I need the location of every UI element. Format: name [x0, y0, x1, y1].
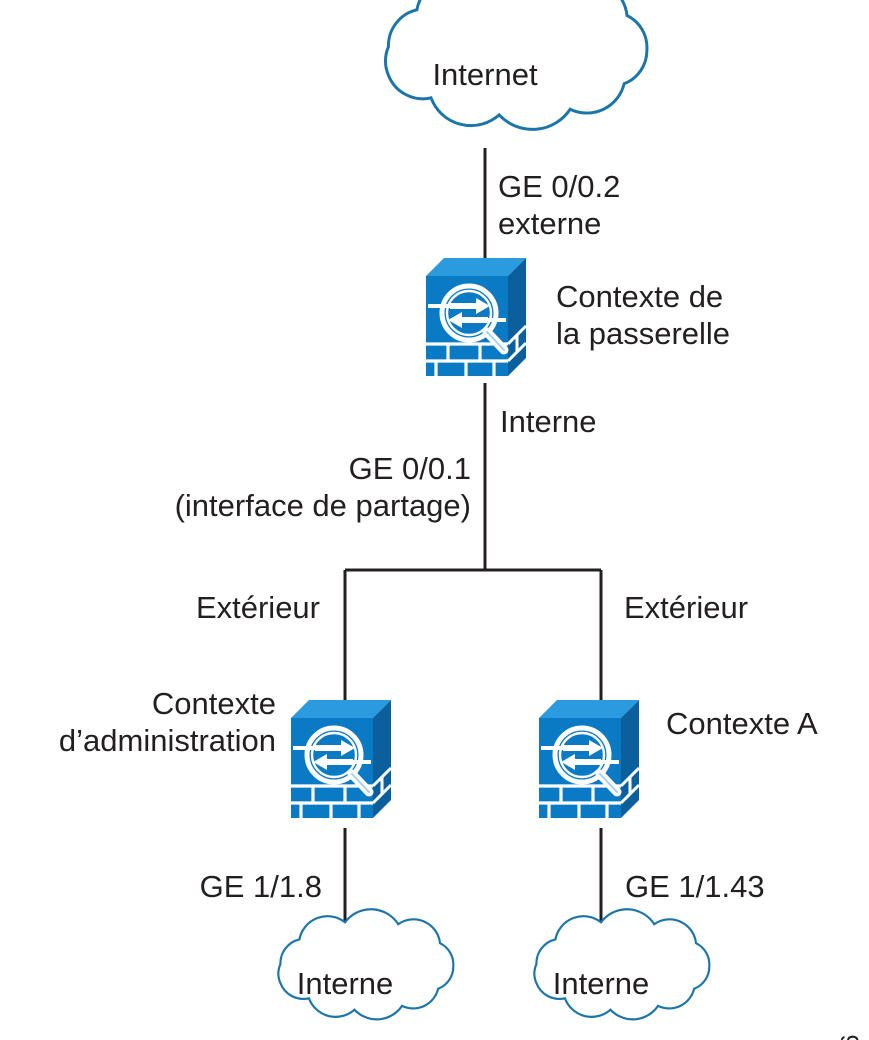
link-label-gateway-inside: Interne — [500, 404, 597, 439]
figure-id-label: 153366 — [836, 1034, 865, 1040]
link-label-internet-to-gateway: GE 0/0.2 externe — [498, 169, 621, 241]
firewall-icon-gateway — [426, 258, 526, 376]
internet-cloud-label: Internet — [432, 57, 538, 92]
inside-cloud-right-label: Interne — [552, 966, 650, 1001]
link-label-admin-outside: Extérieur — [195, 590, 320, 625]
gateway-device-label: Contexte de la passerelle — [556, 279, 731, 351]
admin-device-label: Contexte d’administration — [58, 686, 276, 758]
link-label-context-a-outside: Extérieur — [624, 590, 749, 625]
internet-cloud-shape — [383, 0, 649, 131]
inside-cloud-left-shape — [277, 908, 455, 1021]
inside-cloud-left-label: Interne — [296, 966, 394, 1001]
firewall-icon-admin — [291, 700, 391, 818]
context-a-device-label: Contexte A — [666, 706, 818, 741]
link-label-shared-interface: GE 0/0.1 (interface de partage) — [174, 451, 471, 523]
inside-cloud-right-shape — [533, 908, 711, 1021]
link-label-context-a-inside: GE 1/1.43 — [625, 869, 765, 904]
firewall-icon-context-a — [539, 700, 639, 818]
link-label-admin-inside: GE 1/1.8 — [199, 869, 322, 904]
